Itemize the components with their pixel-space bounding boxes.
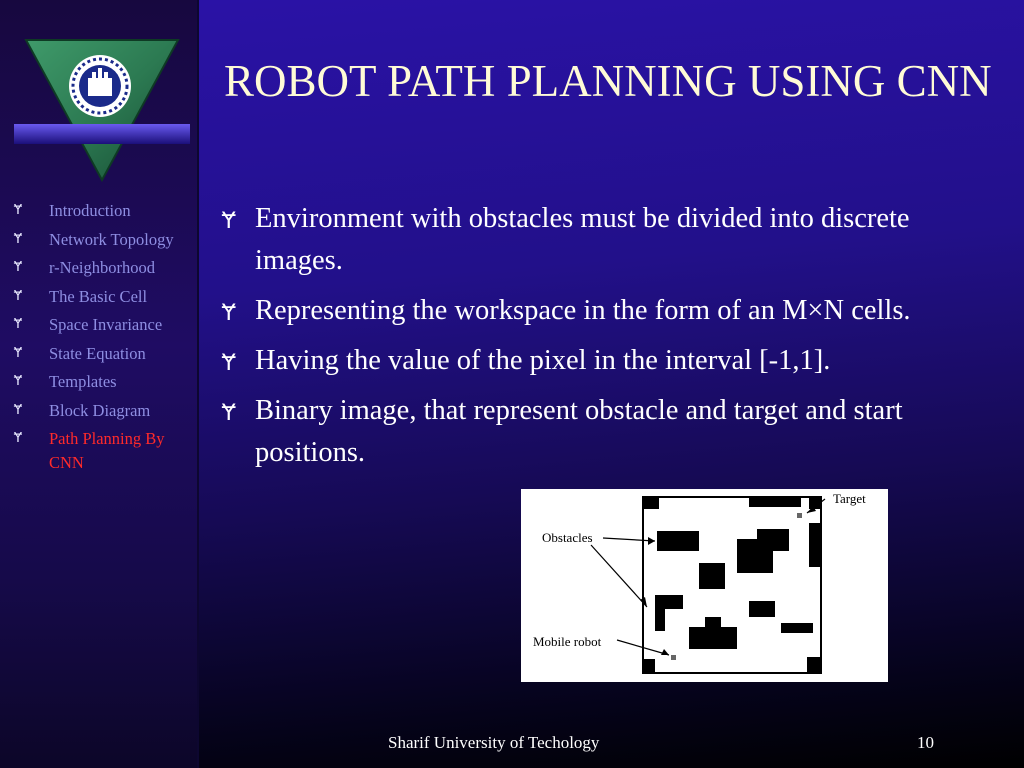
bullet-icon: Ɏ <box>14 231 22 247</box>
bullet-icon: Ɏ <box>14 431 22 446</box>
bullet-item: Ɏ Having the value of the pixel in the in… <box>222 340 1002 382</box>
nav-item: Ɏ The Basic Cell <box>14 285 194 309</box>
bullet-icon: Ɏ <box>14 317 22 332</box>
bullet-item: Ɏ Binary image, that represent obstacle a… <box>222 390 1002 474</box>
nav-item: Ɏ Space Invariance <box>14 313 194 337</box>
nav-item: Ɏ Templates <box>14 370 194 394</box>
bullet-item: Ɏ Representing the workspace in the form … <box>222 290 1002 332</box>
bullet-icon: Ɏ <box>14 402 22 418</box>
bullet-text: Representing the workspace in the form o… <box>255 295 911 326</box>
bullet-icon: Ɏ <box>14 374 22 389</box>
footer-institution: Sharif University of Techology <box>388 733 600 752</box>
bullet-icon: Ɏ <box>14 288 22 304</box>
bullet-icon: Ɏ <box>14 345 22 361</box>
page-number: 10 <box>917 733 934 752</box>
nav-item: Ɏ State Equation <box>14 342 194 366</box>
nav-item-label: Network Topology <box>49 229 174 249</box>
nav-item-label: r-Neighborhood <box>49 258 155 277</box>
nav-item: Ɏ Path Planning By CNN <box>14 427 194 474</box>
nav-item: Ɏ Block Diagram <box>14 399 194 423</box>
bullet-list: Ɏ Environment with obstacles must be divi… <box>222 198 1002 482</box>
nav-item: Ɏ Network Topology <box>14 228 194 252</box>
nav-item-label: Introduction <box>49 201 131 220</box>
figure-label-robot: Mobile robot <box>533 634 602 649</box>
nav-item-label: State Equation <box>49 343 146 363</box>
figure-label-target: Target <box>833 491 866 506</box>
university-logo <box>14 39 190 182</box>
bullet-icon: Ɏ <box>222 401 236 426</box>
bullet-item: Ɏ Environment with obstacles must be divi… <box>222 198 1002 282</box>
nav-item-label: Path Planning By CNN <box>49 429 165 472</box>
binary-workspace-figure: Target Obstacles Mobile robot <box>521 489 888 682</box>
bullet-icon: Ɏ <box>14 260 22 275</box>
nav-item-label: The Basic Cell <box>49 286 148 306</box>
nav-item: Ɏ Introduction <box>14 199 194 223</box>
nav-item-label: Space Invariance <box>49 315 163 334</box>
bullet-text: Having the value of the pixel in the int… <box>255 345 831 376</box>
figure-label-obstacles: Obstacles <box>542 530 593 545</box>
bullet-text: Binary image, that represent obstacle an… <box>255 395 903 468</box>
bullet-icon: Ɏ <box>222 209 236 234</box>
bullet-text: Environment with obstacles must be divid… <box>255 203 910 276</box>
bullet-icon: Ɏ <box>222 351 236 376</box>
bullet-icon: Ɏ <box>14 203 22 218</box>
nav-item-label: Block Diagram <box>49 400 151 420</box>
bullet-icon: Ɏ <box>222 301 236 326</box>
slide-title: ROBOT PATH PLANNING USING CNN <box>224 56 992 106</box>
nav-item-label: Templates <box>49 372 117 391</box>
